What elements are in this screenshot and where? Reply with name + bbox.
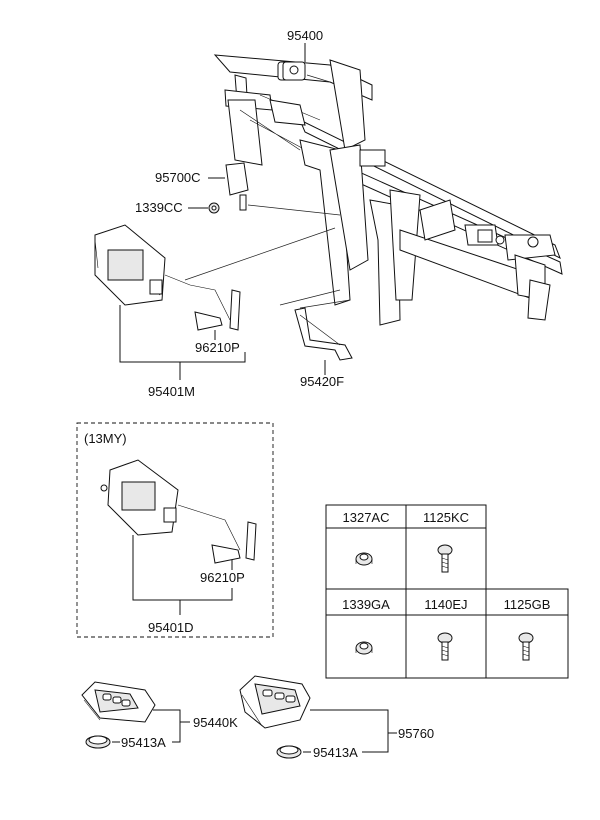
- bolt-icon: [437, 544, 453, 573]
- nut-icon: [355, 552, 373, 566]
- module-95700c-icon: [225, 162, 249, 211]
- label-95440k: 95440K: [193, 715, 238, 730]
- label-95700c: 95700C: [155, 170, 201, 185]
- group-tag-13my: (13MY): [84, 431, 127, 446]
- label-95400: 95400: [287, 28, 323, 43]
- fastener-header-1125gb: 1125GB: [504, 597, 551, 612]
- smart-key-fob-95760-icon: [239, 675, 311, 729]
- fastener-header-1125kc: 1125KC: [423, 510, 469, 525]
- fastener-table: 1327AC 1125KC 1339GA 1140EJ 1125GB: [325, 504, 569, 679]
- fastener-header-1140ej: 1140EJ: [424, 597, 467, 612]
- fastener-header-1339ga: 1339GA: [342, 597, 390, 612]
- label-95401d: 95401D: [148, 620, 194, 635]
- nut-icon: [355, 641, 373, 655]
- label-95413a-a: 95413A: [121, 735, 166, 750]
- label-95401m: 95401M: [148, 384, 195, 399]
- antenna-96210p-b-icon: [177, 504, 257, 564]
- battery-95413a-icon: [85, 735, 111, 749]
- battery-95413a-b-icon: [276, 745, 302, 759]
- bolt-icon: [437, 632, 453, 661]
- bracket-95420f-icon: [294, 307, 353, 361]
- label-95420f: 95420F: [300, 374, 344, 389]
- bracket-95400-icon: [282, 61, 306, 81]
- label-1339cc: 1339CC: [135, 200, 183, 215]
- nut-1339cc-icon: [208, 202, 220, 214]
- smart-key-module-95401m-icon: [94, 224, 166, 306]
- fastener-header-1327ac: 1327AC: [343, 510, 390, 525]
- antenna-96210p-icon: [164, 274, 241, 331]
- smart-key-module-95401d-icon: [100, 459, 179, 536]
- label-95413a-b: 95413A: [313, 745, 358, 760]
- cowl-crossmember-assembly: [213, 54, 563, 326]
- bolt-icon: [518, 632, 534, 661]
- variant-13my-box: [76, 422, 274, 638]
- label-95760: 95760: [398, 726, 434, 741]
- label-96210p-a: 96210P: [195, 340, 240, 355]
- smart-key-fob-95440k-icon: [81, 681, 156, 723]
- label-96210p-b: 96210P: [200, 570, 245, 585]
